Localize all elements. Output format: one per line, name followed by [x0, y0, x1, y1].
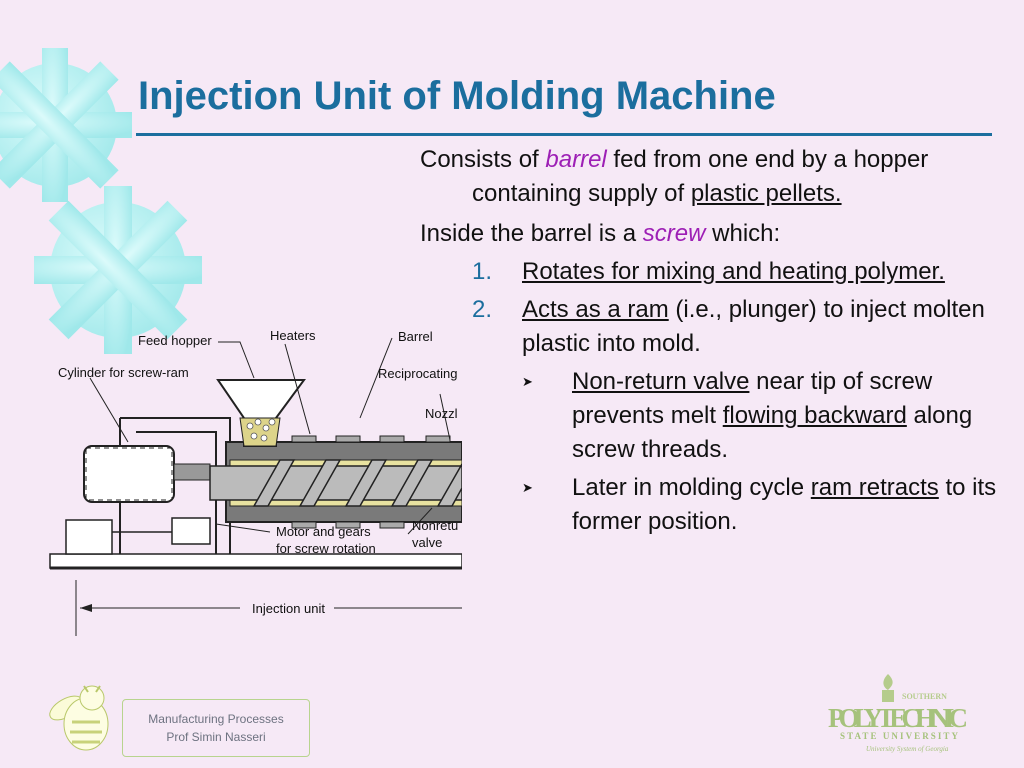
footer-course-box: Manufacturing Processes Prof Simin Nasse…	[122, 699, 310, 757]
machine-base	[49, 553, 462, 569]
label-nozzle: Nozzl	[425, 406, 458, 421]
list-item: 2. Acts as a ram (i.e., plunger) to inje…	[472, 293, 1010, 361]
svg-text:SOUTHERN: SOUTHERN	[902, 692, 947, 701]
svg-text:POLYTECHNIC: POLYTECHNIC	[828, 703, 968, 733]
paragraph-barrel: Consists of barrel fed from one end by a…	[420, 146, 929, 207]
svg-text:STATE UNIVERSITY: STATE UNIVERSITY	[840, 731, 959, 741]
footer-instructor: Prof Simin Nasseri	[166, 730, 266, 744]
slide-title: Injection Unit of Molding Machine	[138, 74, 776, 118]
label-feed-hopper: Feed hopper	[138, 333, 212, 348]
list-number: 2.	[472, 296, 493, 323]
cylinder	[83, 445, 175, 503]
label-barrel: Barrel	[398, 329, 433, 344]
gear-icon	[34, 186, 202, 354]
bee-mascot-icon	[49, 685, 109, 751]
slide-body: Consists of barrel fed from one end by a…	[420, 143, 1010, 539]
label-reciprocating: Reciprocating	[378, 366, 458, 381]
injection-unit-diagram: Feed hopper Heaters Barrel Cylinder for …	[49, 328, 462, 636]
sub-list-item: ➤ Later in molding cycle ram retracts to…	[522, 471, 1010, 539]
label-injection-unit: Injection unit	[252, 601, 325, 616]
chevron-right-icon: ➤	[522, 480, 533, 495]
list-item: 1. Rotates for mixing and heating polyme…	[472, 255, 1010, 289]
screw	[209, 459, 462, 507]
label-heaters: Heaters	[270, 328, 316, 343]
gear-icon	[0, 48, 132, 202]
sub-list-item: ➤ Non-return valve near tip of screw pre…	[522, 365, 1010, 467]
label-nonreturn-1: Nonretu	[412, 518, 458, 533]
title-divider	[136, 133, 992, 136]
paragraph-screw: Inside the barrel is a screw which:	[420, 220, 781, 247]
gear-decoration	[0, 48, 202, 354]
motor-box	[65, 519, 113, 555]
footer-course: Manufacturing Processes	[148, 712, 284, 726]
label-motor-1: Motor and gears	[276, 524, 371, 539]
label-cylinder: Cylinder for screw-ram	[58, 365, 189, 380]
chevron-right-icon: ➤	[522, 374, 533, 389]
heaters	[291, 435, 451, 529]
polytechnic-logo: SOUTHERN POLYTECHNIC STATE UNIVERSITY Un…	[828, 674, 968, 753]
label-nonreturn-2: valve	[412, 535, 442, 550]
flame-icon	[883, 674, 893, 690]
label-motor-2: for screw rotation	[276, 541, 376, 556]
svg-text:University System of Georgia: University System of Georgia	[866, 745, 949, 753]
list-number: 1.	[472, 258, 493, 285]
